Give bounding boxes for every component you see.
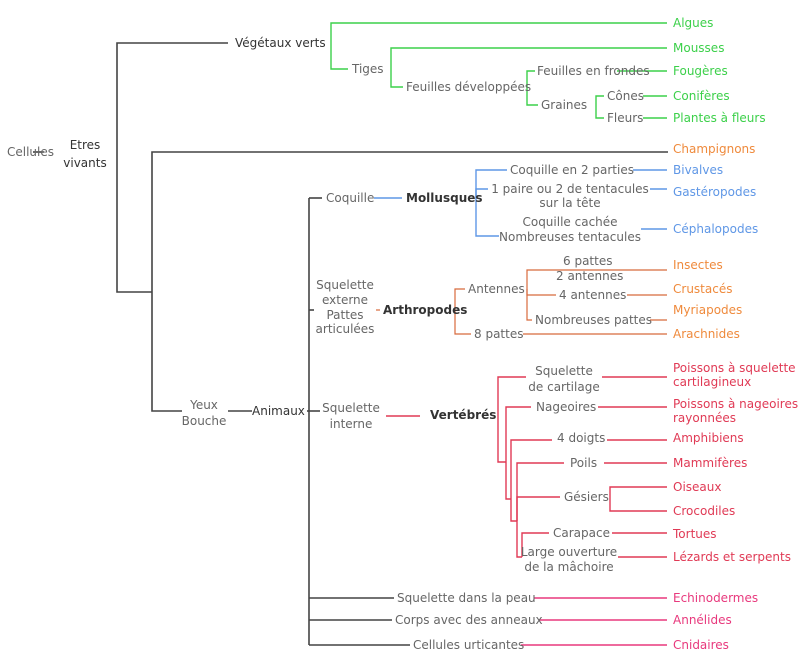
leaf-myriapodes: Myriapodes — [673, 303, 743, 317]
leaf-champignons: Champignons — [673, 142, 756, 156]
node-nageoires: Nageoires — [536, 400, 597, 414]
node-6-pattes: 6 pattes — [563, 254, 613, 268]
node-coquille-cachee-line2: Nombreuses tentacules — [499, 230, 641, 244]
node-machoire-line2: de la mâchoire — [524, 560, 614, 574]
leaf-coniferes: Conifères — [673, 89, 730, 103]
leaf-insectes: Insectes — [673, 258, 723, 272]
leaf-poissons-nageoires-line1: Poissons à nageoires — [673, 397, 799, 411]
node-squelette-externe-2: externe — [321, 293, 369, 307]
node-machoire-line1: Large ouverture — [520, 545, 618, 559]
node-vegetaux-verts: Végétaux verts — [235, 36, 326, 50]
node-4-antennes: 4 antennes — [559, 288, 627, 302]
leaf-annelides: Annélides — [673, 613, 732, 627]
node-cartilage-line1: Squelette — [535, 364, 593, 378]
node-mollusques: Mollusques — [406, 191, 483, 205]
node-feuilles-developpees: Feuilles développées — [406, 80, 532, 94]
leaf-mousses: Mousses — [673, 41, 725, 55]
node-tentacules-line1: 1 paire ou 2 de tentacules — [491, 182, 649, 196]
node-4-doigts: 4 doigts — [557, 431, 606, 445]
node-nombreuses-pattes: Nombreuses pattes — [535, 313, 652, 327]
leaf-oiseaux: Oiseaux — [673, 480, 722, 494]
leaf-lezards-serpents: Lézards et serpents — [673, 550, 791, 564]
node-etres-vivants-line2: vivants — [63, 156, 107, 170]
node-cones: Cônes — [607, 89, 644, 103]
node-carapace: Carapace — [553, 526, 610, 540]
node-fleurs: Fleurs — [607, 111, 644, 125]
leaf-bivalves: Bivalves — [673, 163, 724, 177]
leaf-algues: Algues — [673, 16, 714, 30]
leaf-fougeres: Fougères — [673, 64, 728, 78]
leaf-plantes-a-fleurs: Plantes à fleurs — [673, 111, 766, 125]
node-squelette-peau: Squelette dans la peau — [397, 591, 536, 605]
node-gesiers: Gésiers — [564, 490, 609, 504]
node-cartilage-line2: de cartilage — [528, 380, 600, 394]
node-corps-anneaux: Corps avec des anneaux — [395, 613, 543, 627]
node-squelette-externe-1: Squelette — [316, 278, 374, 292]
node-vertebres: Vertébrés — [430, 408, 497, 422]
leaf-poissons-nageoires-line2: rayonnées — [673, 411, 736, 425]
node-etres-vivants-line1: Etres — [69, 138, 101, 152]
leaf-cephalopodes: Céphalopodes — [673, 222, 759, 236]
node-tentacules-line2: sur la tête — [539, 196, 601, 210]
node-graines: Graines — [541, 98, 588, 112]
node-coquille-2-parties: Coquille en 2 parties — [510, 163, 634, 177]
leaf-gasteropodes: Gastéropodes — [673, 185, 757, 199]
leaf-amphibiens: Amphibiens — [673, 431, 744, 445]
node-tiges: Tiges — [352, 62, 384, 76]
leaf-tortues: Tortues — [673, 527, 717, 541]
node-arthropodes: Arthropodes — [383, 303, 468, 317]
node-feuilles-en-frondes: Feuilles en frondes — [537, 64, 650, 78]
node-cellules: Cellules — [7, 145, 55, 159]
node-coquille: Coquille — [326, 191, 375, 205]
node-2-antennes: 2 antennes — [556, 269, 624, 283]
leaf-crocodiles: Crocodiles — [673, 504, 736, 518]
leaf-mammiferes: Mammifères — [673, 456, 748, 470]
leaf-poissons-cartilagineux-line1: Poissons à squelette — [673, 361, 796, 375]
node-squelette-interne-1: Squelette — [322, 401, 380, 415]
node-cellules-urticantes: Cellules urticantes — [413, 638, 525, 652]
leaf-poissons-cartilagineux-line2: cartilagineux — [673, 375, 752, 389]
leaf-cnidaires: Cnidaires — [673, 638, 729, 652]
node-squelette-externe-3: Pattes — [326, 308, 364, 322]
leaf-crustaces: Crustacés — [673, 282, 733, 296]
node-squelette-externe-4: articulées — [315, 322, 375, 336]
node-yeux: Yeux — [190, 398, 218, 412]
node-bouche: Bouche — [181, 414, 227, 428]
node-8-pattes: 8 pattes — [474, 327, 524, 341]
leaf-arachnides: Arachnides — [673, 327, 740, 341]
node-animaux: Animaux — [252, 404, 305, 418]
leaf-echinodermes: Echinodermes — [673, 591, 759, 605]
node-squelette-interne-2: interne — [329, 417, 373, 431]
node-antennes: Antennes — [468, 282, 525, 296]
node-poils: Poils — [570, 456, 598, 470]
node-coquille-cachee-line1: Coquille cachée — [522, 215, 618, 229]
